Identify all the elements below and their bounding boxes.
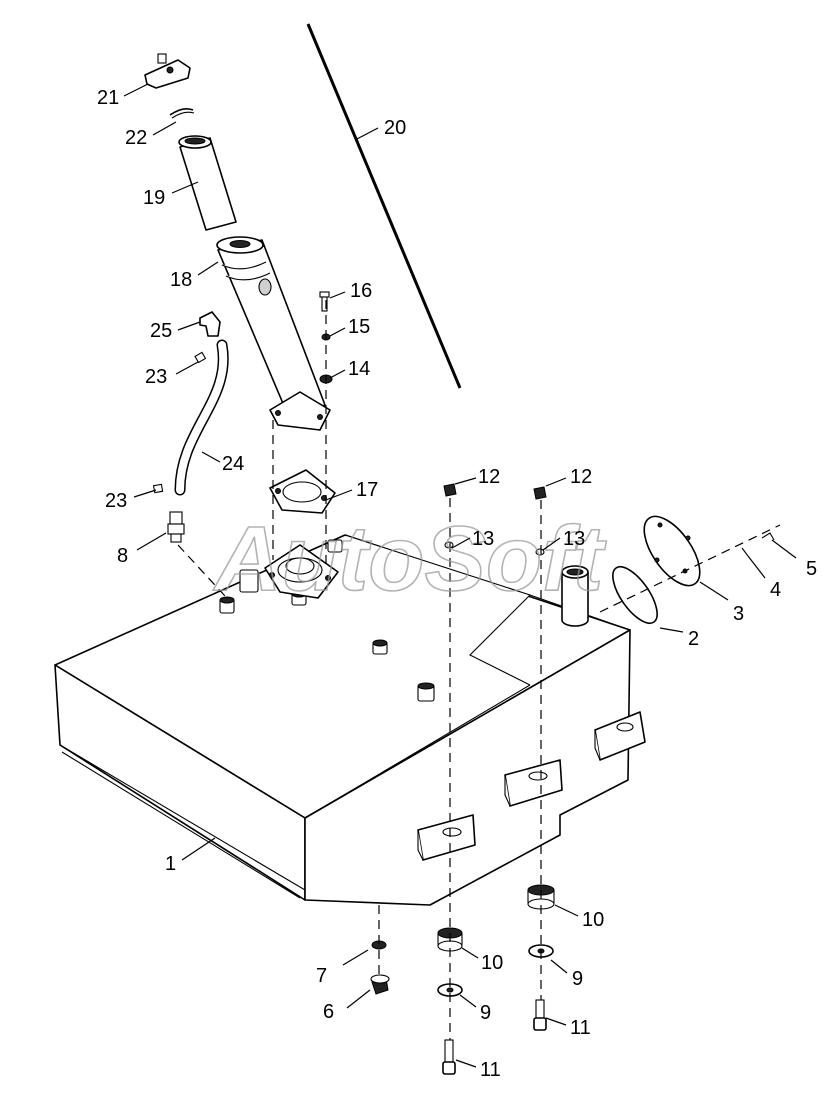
- callout-12-right: 12: [570, 466, 592, 488]
- filler-pipe[interactable]: [216, 236, 331, 431]
- filler-cap[interactable]: [144, 53, 191, 89]
- tank-top-bosses: [219, 539, 435, 702]
- callout-2: 2: [688, 628, 699, 650]
- nut-right[interactable]: [533, 486, 547, 500]
- spacer-right[interactable]: [535, 548, 545, 556]
- callout-20: 20: [384, 117, 406, 139]
- mounting-brackets: [417, 711, 646, 861]
- callout-leaders: [123, 83, 797, 1068]
- callout-10-right: 10: [582, 909, 604, 931]
- callout-14: 14: [348, 358, 370, 380]
- filler-pipe-insert[interactable]: [178, 135, 237, 231]
- elbow-fitting[interactable]: [199, 311, 221, 337]
- cover-washer[interactable]: [741, 547, 749, 557]
- callout-22: 22: [125, 127, 147, 149]
- callout-12-left: 12: [478, 466, 500, 488]
- callout-25: 25: [150, 320, 172, 342]
- callout-8: 8: [117, 545, 128, 567]
- callout-23-lower: 23: [105, 490, 127, 512]
- sender-rod[interactable]: [306, 23, 462, 389]
- sender-cover-plate[interactable]: [633, 507, 710, 594]
- callout-17: 17: [356, 479, 378, 501]
- callout-16: 16: [350, 280, 372, 302]
- callout-10-left: 10: [481, 952, 503, 974]
- bolt-right[interactable]: [533, 999, 547, 1031]
- filler-neck-flange: [264, 544, 339, 599]
- callout-21: 21: [97, 87, 119, 109]
- watermark: AutoSoft: [213, 508, 607, 610]
- callout-11-left: 11: [480, 1059, 501, 1081]
- callout-9-left: 9: [480, 1002, 491, 1024]
- callout-labels: 1 2 3 4 5 6 7 8 9 9 10 10 11 11 12 12 13…: [97, 87, 817, 1081]
- callout-9-right: 9: [572, 968, 583, 990]
- assembly-centerlines: [177, 300, 781, 1040]
- callout-11-right: 11: [570, 1017, 591, 1039]
- sender-tube: [561, 565, 589, 627]
- callout-18: 18: [170, 269, 192, 291]
- callout-24: 24: [222, 453, 244, 475]
- hose-clamp-upper[interactable]: [194, 351, 207, 364]
- flange-gasket[interactable]: [269, 469, 336, 514]
- fuel-tank[interactable]: [54, 534, 631, 906]
- callout-6: 6: [323, 1001, 334, 1023]
- callout-1: 1: [165, 853, 176, 875]
- vent-hose[interactable]: [174, 339, 229, 496]
- callout-13-right: 13: [563, 528, 585, 550]
- cover-screw[interactable]: [761, 532, 775, 541]
- callout-23-upper: 23: [145, 366, 167, 388]
- callout-15: 15: [348, 316, 370, 338]
- hose-clamp-lower[interactable]: [152, 483, 164, 494]
- callout-7: 7: [316, 965, 327, 987]
- nut-left[interactable]: [443, 483, 457, 497]
- callout-4: 4: [770, 579, 781, 601]
- cap-clip[interactable]: [169, 108, 195, 119]
- vent-fitting[interactable]: [167, 511, 185, 543]
- callout-13-left: 13: [472, 528, 494, 550]
- callout-5: 5: [806, 558, 817, 580]
- bolt-left[interactable]: [442, 1039, 456, 1075]
- drain-plug[interactable]: [370, 974, 390, 995]
- callout-3: 3: [733, 603, 744, 625]
- spacer-left[interactable]: [444, 541, 454, 549]
- callout-19: 19: [143, 187, 165, 209]
- flange-bolt[interactable]: [319, 291, 330, 312]
